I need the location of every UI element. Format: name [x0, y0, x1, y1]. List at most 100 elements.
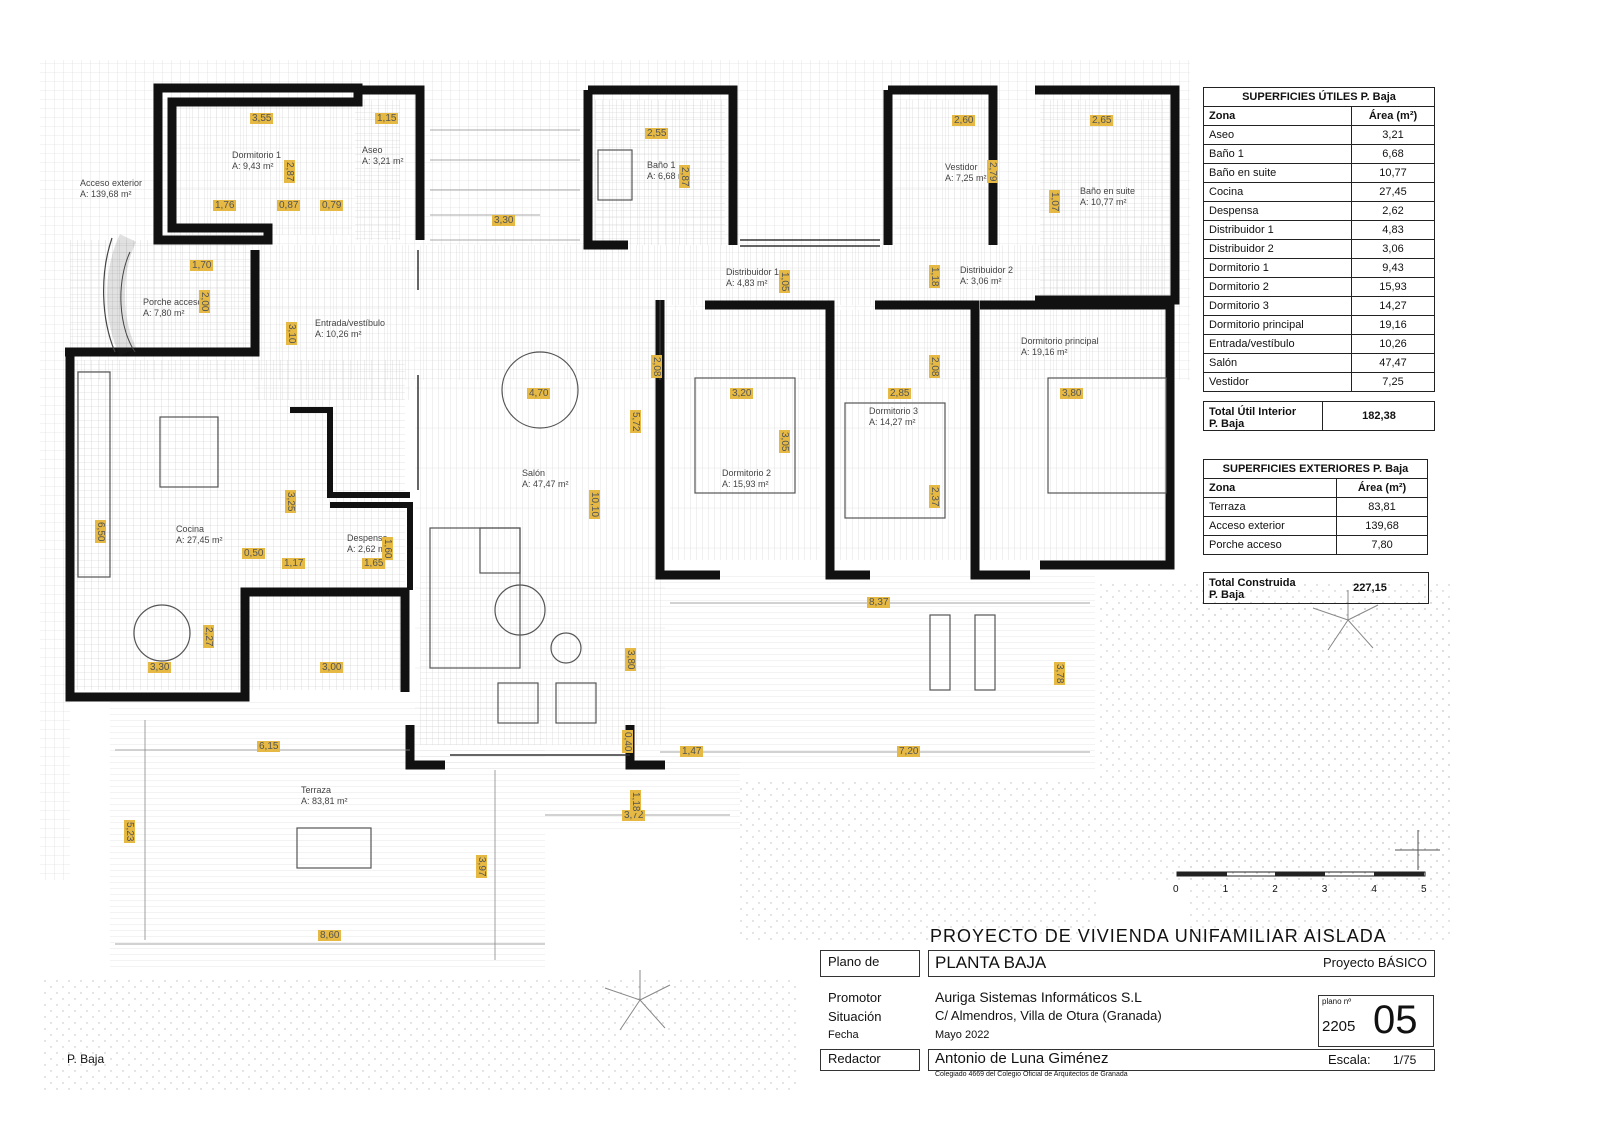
- zone-cell: Vestidor: [1202, 372, 1353, 392]
- dimension-label: 2,08: [651, 355, 662, 379]
- dimension-label: 1,47: [680, 746, 704, 757]
- room-area: A: 9,43 m²: [232, 161, 274, 171]
- room-area: A: 3,21 m²: [362, 156, 404, 166]
- dimension-label: 2,00: [199, 290, 210, 314]
- dimension-label: 7,20: [897, 746, 921, 757]
- dimension-label: 1,76: [213, 200, 237, 211]
- room-area: A: 83,81 m²: [301, 796, 348, 806]
- college-note: Colegiado 4669 del Colegio Oficial de Ar…: [935, 1071, 1128, 1078]
- dimension-label: 8,60: [318, 930, 342, 941]
- zone-cell: Distribuidor 1: [1202, 220, 1353, 240]
- promoter: Auriga Sistemas Informáticos S.L: [935, 989, 1142, 1005]
- scale-label: Escala:: [1328, 1052, 1371, 1067]
- dimension-label: 6,15: [257, 741, 281, 752]
- project-title: PROYECTO DE VIVIENDA UNIFAMILIAR AISLADA: [930, 926, 1387, 946]
- room-name: Dormitorio 1: [232, 150, 282, 160]
- dimension-label: 1,18: [630, 790, 641, 814]
- zone-cell: Baño 1: [1202, 144, 1353, 164]
- room-area: A: 6,68 m²: [647, 171, 689, 181]
- location: C/ Almendros, Villa de Otura (Granada): [935, 1008, 1162, 1023]
- area-cell: 14,27: [1351, 296, 1435, 316]
- total-label: Total Construida: [1209, 577, 1296, 589]
- dimension-label: 1,60: [382, 537, 393, 561]
- room-name: Salón: [522, 468, 546, 478]
- room-area: A: 7,25 m²: [945, 173, 987, 183]
- room-name: Baño 1: [647, 160, 676, 170]
- scale-tick-label: 2: [1272, 884, 1278, 895]
- total-value: 182,38: [1322, 402, 1435, 430]
- plan-name: PLANTA BAJA: [935, 953, 1047, 972]
- scale-tick-label: 5: [1421, 884, 1427, 895]
- dimension-label: 2,08: [929, 355, 940, 379]
- plan-code: 2205: [1322, 1018, 1356, 1035]
- area-cell: 19,16: [1351, 315, 1435, 335]
- zone-cell: Porche acceso: [1202, 535, 1338, 555]
- dimension-label: 3,80: [625, 648, 636, 672]
- room-name: Aseo: [362, 145, 383, 155]
- zone-cell: Dormitorio 1: [1202, 258, 1353, 278]
- room-area: A: 2,62 m²: [347, 544, 389, 554]
- area-cell: 2,62: [1351, 201, 1435, 221]
- dimension-label: 0,87: [277, 200, 301, 211]
- table-title: SUPERFICIES ÚTILES P. Baja: [1203, 87, 1435, 107]
- dimension-label: 1,07: [1049, 190, 1060, 214]
- date-label: Fecha: [828, 1029, 859, 1041]
- room-name: Despensa: [347, 533, 388, 543]
- scale-tick-label: 1: [1222, 884, 1229, 895]
- zone-cell: Cocina: [1202, 182, 1353, 202]
- dimension-label: 4,70: [527, 388, 551, 399]
- room-name: Dormitorio 2: [722, 468, 772, 478]
- zone-cell: Baño en suite: [1202, 163, 1353, 183]
- dimension-label: 2,55: [645, 128, 669, 139]
- area-cell: 3,21: [1351, 125, 1435, 145]
- scale-value: 1/75: [1393, 1053, 1417, 1067]
- room-name: Dormitorio 3: [869, 406, 919, 416]
- dimension-label: 5,23: [124, 820, 135, 844]
- orientation-mark: [1395, 830, 1440, 870]
- dimension-label: 10,10: [589, 490, 600, 520]
- dimension-label: 1,65: [362, 558, 386, 569]
- zone-cell: Dormitorio 3: [1202, 296, 1353, 316]
- room-name: Distribuidor 2: [960, 265, 1014, 275]
- dimension-label: 3,30: [492, 215, 516, 226]
- dimension-label: 1,18: [929, 265, 940, 289]
- dimension-label: 3,00: [320, 662, 344, 673]
- room-name: Vestidor: [945, 162, 978, 172]
- dimension-label: 3,05: [779, 430, 790, 454]
- author: Antonio de Luna Giménez: [935, 1050, 1109, 1067]
- zone-cell: Despensa: [1202, 201, 1353, 221]
- scale-tick-label: 0: [1173, 884, 1179, 895]
- date: Mayo 2022: [935, 1029, 990, 1041]
- dimension-label: 3,80: [1060, 388, 1084, 399]
- zone-cell: Aseo: [1202, 125, 1353, 145]
- zone-cell: Salón: [1202, 353, 1353, 373]
- porch-arc: [107, 234, 137, 356]
- dimension-label: 3,78: [1054, 662, 1065, 686]
- scale-tick-label: 3: [1321, 884, 1328, 895]
- dimension-label: 2,60: [952, 115, 976, 126]
- zone-cell: Terraza: [1202, 497, 1338, 517]
